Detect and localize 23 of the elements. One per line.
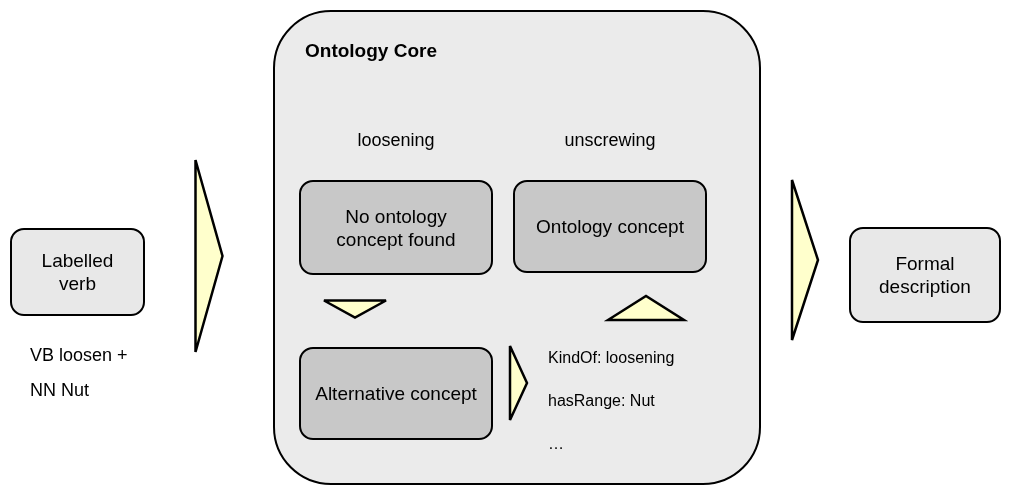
process-box bbox=[10, 228, 145, 316]
chevron-arrow bbox=[603, 294, 689, 322]
annotation-text: VB loosen + NN Nut bbox=[29, 344, 129, 402]
chevron-arrow bbox=[194, 158, 224, 354]
chevron-arrow bbox=[322, 299, 388, 319]
group-title: Ontology Core bbox=[305, 40, 437, 62]
attribute-text: … bbox=[548, 434, 564, 454]
box-label: Labelled verb bbox=[40, 249, 115, 295]
output-box bbox=[849, 227, 1001, 323]
chevron-arrow bbox=[790, 178, 820, 342]
attribute-text: hasRange: Nut bbox=[548, 391, 655, 411]
concept-box bbox=[513, 180, 707, 273]
box-label: Ontology concept bbox=[536, 215, 684, 238]
box-label: No ontology concept found bbox=[335, 204, 457, 251]
attribute-text: KindOf: loosening bbox=[548, 348, 675, 368]
group-panel bbox=[273, 10, 761, 485]
concept-box bbox=[299, 180, 493, 275]
concept-box bbox=[299, 347, 493, 440]
annotation-text: loosening bbox=[356, 130, 436, 151]
box-label: Alternative concept bbox=[315, 382, 477, 405]
annotation-text: unscrewing bbox=[563, 130, 657, 151]
box-label: Formal description bbox=[878, 252, 972, 298]
chevron-arrow bbox=[508, 344, 529, 422]
